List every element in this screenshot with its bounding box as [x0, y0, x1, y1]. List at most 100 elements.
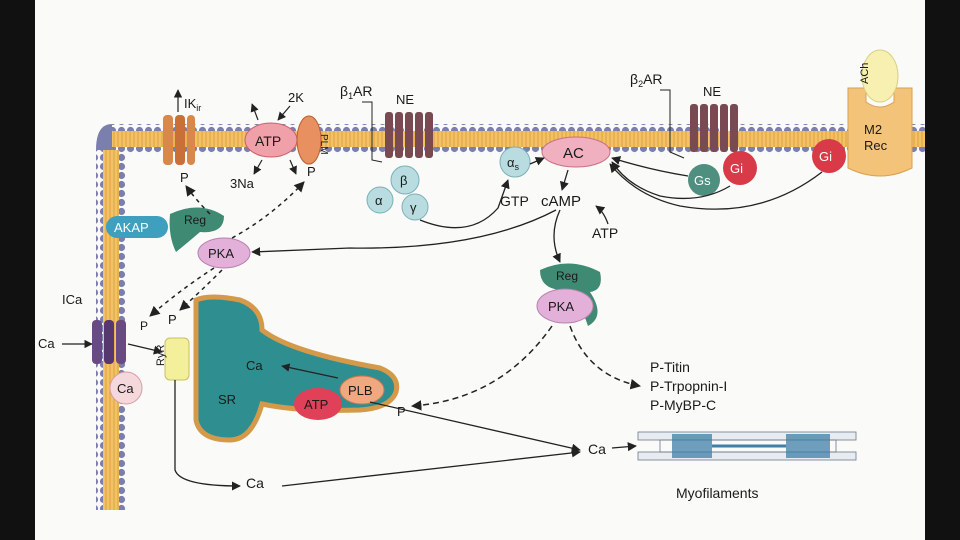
akap-anchor — [106, 216, 168, 238]
pka-center — [536, 288, 594, 324]
beta2-ar-label: β2AR — [630, 71, 663, 89]
m2-rec-line1: M2 — [864, 122, 882, 137]
gprotein-to-alpha-s-arrow — [419, 179, 510, 229]
p-mybpc-label: P-MyBP-C — [650, 397, 716, 413]
pka-left — [197, 237, 251, 269]
ik-label: IKir — [184, 96, 201, 113]
p-ryr-label: P — [168, 312, 177, 327]
pka-left-to-ik-dashed-arrow — [185, 185, 211, 215]
gamma-label: γ — [410, 200, 417, 215]
gtp-label: GTP — [500, 193, 529, 209]
beta-subunit — [390, 165, 420, 195]
na-arrow-down — [253, 159, 263, 175]
beta1-receptor — [385, 112, 433, 158]
gi-protein-1 — [723, 151, 757, 185]
p-titin-label: P-Titin — [650, 359, 690, 375]
k-arrow-in — [289, 159, 297, 175]
alpha-s-subunit — [499, 146, 531, 178]
atp-pump-label: ATP — [255, 133, 281, 149]
alpha-s-to-ac-arrow — [529, 157, 545, 166]
m2-rec-line2: Rec — [864, 138, 888, 153]
atp-ac-label: ATP — [592, 225, 618, 241]
beta-label: β — [400, 173, 407, 188]
p-channel-label: P — [140, 319, 148, 333]
ryr-label: RyR — [155, 345, 167, 366]
plb-label: PLB — [348, 383, 373, 398]
na-k-atpase — [244, 115, 322, 165]
gi-2-label: Gi — [819, 149, 832, 164]
reg-center-label: Reg — [556, 269, 578, 283]
myo-ca-arrow — [611, 442, 637, 452]
pka-center-label: PKA — [548, 299, 574, 314]
left-border — [0, 0, 35, 540]
p-plm-label: P — [307, 164, 316, 179]
ach-label: ACh — [859, 63, 871, 84]
reg-left — [169, 207, 224, 252]
ne-left-label: NE — [396, 92, 414, 107]
channel-to-ryr-arrow — [127, 343, 163, 355]
gi2-to-ac-arrow — [609, 163, 823, 210]
two-k-label: 2K — [288, 90, 304, 105]
atp-to-camp-arrow — [595, 205, 609, 225]
gi-to-ac-arrow — [611, 161, 731, 200]
myofilaments — [637, 431, 857, 461]
beta1-ar-label: β1AR — [340, 83, 373, 101]
p-plb-label: P — [397, 404, 406, 419]
ach-ligand — [861, 49, 899, 103]
ca-sr-label: Ca — [246, 358, 263, 373]
ne-right-label: NE — [703, 84, 721, 99]
ca-bottom-to-myo-arrow — [281, 448, 581, 487]
gs-label: Gs — [694, 173, 711, 188]
plm-label: PLM — [318, 134, 329, 155]
ca-uptake-arrow — [281, 363, 339, 379]
camp-label: cAMP — [541, 193, 581, 210]
akap-label: AKAP — [114, 220, 149, 235]
gamma-subunit — [401, 193, 429, 221]
plb-to-myo-arrow — [369, 401, 581, 453]
three-na-label: 3Na — [230, 176, 255, 191]
alpha-subunit — [366, 186, 394, 214]
reg-left-label: Reg — [184, 213, 206, 227]
gi-protein-2 — [812, 139, 846, 173]
ca-in-label: Ca — [38, 336, 55, 351]
beta1-bracket — [362, 101, 383, 163]
ca-bottom-label: Ca — [246, 475, 264, 491]
right-border — [925, 0, 960, 540]
na-arrow-up — [250, 103, 259, 121]
paper-background — [35, 0, 925, 540]
camp-to-pka-left-arrow — [251, 209, 557, 257]
ica-channel — [92, 320, 126, 364]
pka-left-to-channel-dashed-arrow — [149, 267, 215, 317]
ica-label: ICa — [62, 292, 83, 307]
ac-label: AC — [563, 145, 584, 162]
adenylyl-cyclase — [541, 136, 611, 168]
gi-1-label: Gi — [730, 161, 743, 176]
m2-receptor — [847, 87, 913, 177]
alpha-s-label: αs — [507, 155, 520, 172]
serca-pump — [294, 388, 342, 420]
plb-protein — [339, 375, 385, 405]
gs-to-ac-arrow — [611, 156, 689, 177]
k-arrow — [277, 105, 291, 121]
atp-serca-label: ATP — [304, 397, 328, 412]
ca-myo-label: Ca — [588, 441, 606, 457]
camp-to-pka-center-arrow — [552, 209, 561, 263]
alpha-label: α — [375, 193, 383, 208]
pka-left-label: PKA — [208, 246, 234, 261]
ca-channel-node — [109, 371, 143, 405]
p-troponin-label: P-Trpopnin-I — [650, 378, 727, 394]
myofilaments-label: Myofilaments — [676, 485, 758, 501]
beta2-bracket — [660, 89, 685, 159]
pka-center-to-plb-dashed-arrow — [410, 325, 553, 411]
beta2-receptor — [690, 104, 738, 152]
ryr-receptor — [164, 337, 190, 381]
ryr-to-ca-bottom-arrow — [174, 380, 241, 491]
ac-to-camp-arrow — [559, 169, 569, 191]
p-ik-label: P — [180, 170, 189, 185]
pka-center-to-targets-dashed-arrow — [569, 325, 642, 390]
gs-protein — [688, 164, 720, 196]
sr-label: SR — [218, 392, 236, 407]
pka-left-to-plm-dashed-arrow — [231, 181, 305, 239]
ca-channel-label: Ca — [117, 381, 134, 396]
